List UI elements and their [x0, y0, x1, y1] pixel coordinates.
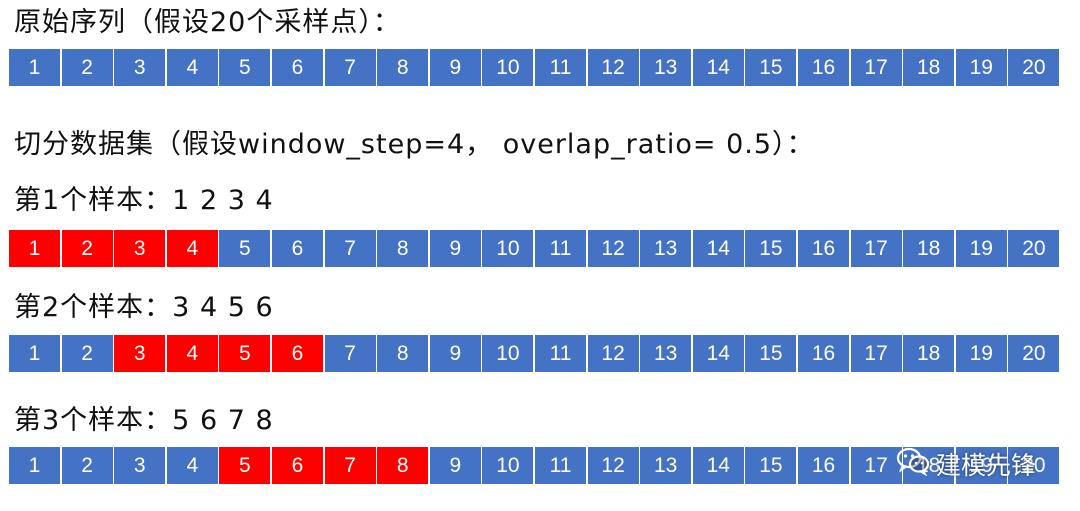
sequence-cell: 16: [798, 49, 849, 86]
wechat-icon: [896, 446, 930, 482]
sequence-cell: 3: [114, 447, 166, 484]
sequence-cell: 11: [535, 447, 586, 484]
sequence-cell: 14: [692, 335, 744, 372]
sequence-cell: 9: [429, 49, 481, 86]
sequence-cell: 10: [482, 49, 534, 86]
sequence-cell: 15: [745, 230, 797, 267]
sequence-cell: 16: [798, 447, 849, 484]
sequence-cell: 6: [272, 447, 323, 484]
sequence-cell: 3: [114, 49, 166, 86]
sequence-cell: 18: [903, 335, 955, 372]
sequence-cell: 16: [798, 230, 849, 267]
sequence-cell: 7: [324, 49, 376, 86]
sequence-cell: 15: [745, 49, 797, 86]
sequence-cell: 17: [850, 335, 902, 372]
sequence-cell: 4: [166, 335, 218, 372]
sequence-cell: 9: [429, 230, 481, 267]
sample-1-label: 第1个样本：1 2 3 4: [14, 185, 274, 216]
sequence-cell: 12: [587, 335, 639, 372]
sequence-cell: 1: [9, 49, 60, 86]
sequence-cell: 7: [324, 335, 376, 372]
sequence-cell: 2: [61, 447, 113, 484]
sequence-cell: 20: [1008, 335, 1060, 372]
sequence-cell: 7: [324, 447, 376, 484]
sequence-cell: 19: [955, 49, 1007, 86]
sequence-cell: 14: [692, 447, 744, 484]
sequence-cell: 14: [692, 49, 744, 86]
sequence-cell: 20: [1008, 49, 1060, 86]
sequence-cell: 2: [61, 230, 113, 267]
sequence-cell: 11: [535, 335, 586, 372]
sequence-cell: 18: [903, 230, 955, 267]
sequence-cell: 3: [114, 230, 166, 267]
sequence-cell: 13: [640, 447, 692, 484]
sequence-cell: 12: [587, 230, 639, 267]
sequence-cell: 19: [955, 230, 1007, 267]
sequence-cell: 12: [587, 49, 639, 86]
watermark: 建模先锋: [896, 444, 1036, 484]
sequence-cell: 8: [377, 335, 429, 372]
sequence-cell: 4: [166, 230, 218, 267]
title: 原始序列（假设20个采样点）：: [14, 7, 401, 38]
sequence-cell: 6: [272, 49, 323, 86]
sequence-cell: 10: [482, 230, 534, 267]
sequence-cell: 13: [640, 335, 692, 372]
sequence-cell: 5: [219, 335, 271, 372]
sequence-cell: 9: [429, 447, 481, 484]
sequence-cell: 2: [61, 49, 113, 86]
sequence-cell: 20: [1008, 230, 1060, 267]
sequence-cell: 17: [850, 230, 902, 267]
sample-2-label: 第2个样本：3 4 5 6: [14, 292, 274, 323]
sequence-cell: 18: [903, 49, 955, 86]
sequence-cell: 3: [114, 335, 166, 372]
sequence-cell: 16: [798, 335, 849, 372]
sequence-cell: 9: [429, 335, 481, 372]
sequence-cell: 17: [850, 447, 902, 484]
sequence-cell: 7: [324, 230, 376, 267]
sequence-cell: 5: [219, 49, 271, 86]
sequence-cell: 1: [9, 335, 60, 372]
subtitle: 切分数据集（假设window_step=4， overlap_ratio= 0.…: [14, 129, 815, 160]
sequence-cell: 20: [1008, 447, 1060, 484]
sequence-cell: 13: [640, 49, 692, 86]
sequence-cell: 5: [219, 230, 271, 267]
sequence-cell: 11: [535, 230, 586, 267]
sequence-cell: 15: [745, 447, 797, 484]
sequence-cell: 5: [219, 447, 271, 484]
sample-3-label: 第3个样本：5 6 7 8: [14, 405, 274, 436]
sequence-cell: 13: [640, 230, 692, 267]
sequence-cell: 1: [9, 230, 60, 267]
sequence-cell: 12: [587, 447, 639, 484]
sequence-cell: 4: [166, 49, 218, 86]
sequence-cell: 19: [955, 335, 1007, 372]
sequence-cell: 10: [482, 447, 534, 484]
sequence-cell: 11: [535, 49, 586, 86]
sequence-cell: 2: [61, 335, 113, 372]
sequence-cell: 8: [377, 447, 429, 484]
sequence-cell: 10: [482, 335, 534, 372]
sequence-cell: 17: [850, 49, 902, 86]
sequence-cell: 8: [377, 49, 429, 86]
sequence-cell: 15: [745, 335, 797, 372]
sequence-cell: 6: [272, 335, 323, 372]
sequence-cell: 14: [692, 230, 744, 267]
sequence-cell: 6: [272, 230, 323, 267]
sequence-cell: 1: [9, 447, 60, 484]
sequence-cell: 4: [166, 447, 218, 484]
watermark-text: 建模先锋: [936, 451, 1037, 480]
sequence-cell: 8: [377, 230, 429, 267]
sequence-cell: 19: [955, 447, 1007, 484]
